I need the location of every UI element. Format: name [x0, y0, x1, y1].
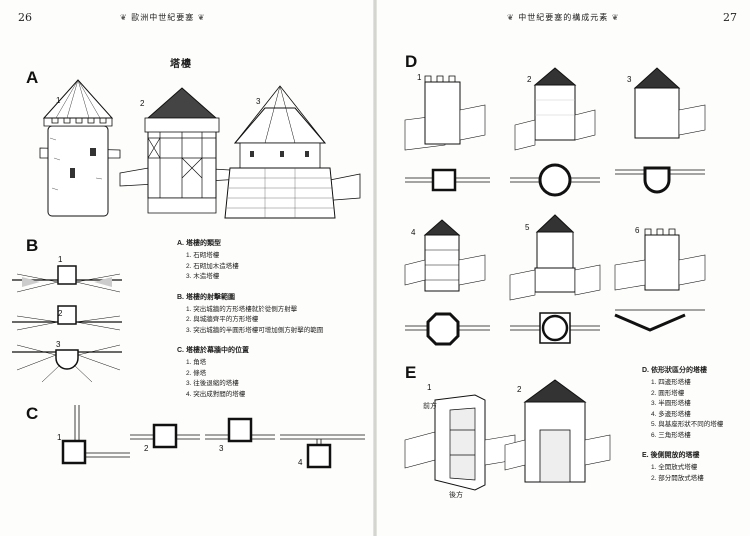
legend-item: 4. 突出成對間的塔樓	[186, 390, 246, 398]
wooden-tower-figure: 3	[224, 85, 361, 219]
legend-group-d: D. 依形狀區分的塔樓 1. 四邊形塔樓 2. 圓形塔樓 3. 半圓形塔樓 4.…	[642, 365, 750, 441]
firing-range-half-round: 3	[12, 340, 122, 383]
partially-open-tower-figure: 2	[504, 379, 611, 483]
figure-number: 1	[57, 433, 62, 442]
legend-item: 3. 突出城牆的半圓形塔樓可增加側方射擊的範圍	[186, 326, 324, 334]
ornament-icon: ❦	[507, 13, 519, 22]
timber-stone-tower-figure: 2	[119, 87, 261, 214]
page-number-right: 27	[723, 11, 737, 24]
legend-right: D. 依形狀區分的塔樓 1. 四邊形塔樓 2. 圓形塔樓 3. 半圓形塔樓 4.…	[642, 365, 750, 493]
running-head-text: 中世紀要塞的構成元素	[518, 13, 609, 22]
figure-number: 3	[627, 75, 632, 84]
figure-number: 2	[517, 385, 522, 394]
projecting-tower-plan: 4	[280, 434, 365, 469]
legend-item: 2. 石砌加木造塔樓	[186, 262, 239, 270]
section-label-b: B	[26, 236, 39, 255]
legend-item: 3. 半圓形塔樓	[651, 400, 691, 407]
back-label: 後方	[449, 491, 463, 499]
tower-position-diagram: 1 2 3 4	[57, 405, 365, 469]
legend-item: 3. 往後退縮的塔樓	[186, 380, 239, 387]
flush-tower-plan: 2	[130, 423, 200, 453]
legend-left: A. 塔樓的類型 1. 石砌塔樓 2. 石砌加木造塔樓 3. 木造塔樓 B. 塔…	[177, 238, 367, 409]
figure-number: 6	[635, 226, 640, 235]
front-label: 前方	[423, 402, 437, 410]
section-label-a: A	[26, 68, 39, 87]
open-back-tower-illustration: 1 2	[404, 379, 611, 491]
stone-tower-figure: 1	[39, 79, 121, 217]
tower-shapes-illustration: 1 2 3 4	[404, 67, 706, 346]
legend-item: 1. 突出城牆的方形塔樓就於從側方射擊	[186, 305, 298, 313]
page-number-left: 26	[18, 11, 32, 24]
legend-item: 3. 木造塔樓	[186, 273, 220, 280]
left-page: 26 ❦ 歐洲中世紀要塞 ❦ 塔樓 A B C 1 2	[0, 0, 373, 536]
legend-heading: B. 塔樓的射擊範圍	[177, 293, 235, 301]
legend-item: 2. 與城牆齊平的方形塔樓	[186, 316, 259, 323]
figure-number: 3	[219, 444, 224, 453]
legend-heading: E. 後側開放的塔樓	[642, 452, 700, 459]
round-tower-figure: 2	[510, 67, 600, 197]
legend-heading: D. 依形狀區分的塔樓	[642, 367, 707, 374]
triangular-tower-figure: 6	[614, 226, 706, 332]
half-round-tower-figure: 3	[615, 67, 706, 194]
legend-item: 2. 圓形塔樓	[651, 389, 685, 397]
mixed-base-tower-figure: 5	[509, 214, 601, 344]
square-tower-figure: 1	[404, 73, 490, 192]
figure-number: 1	[427, 383, 432, 392]
legend-item: 2. 條塔	[186, 369, 207, 377]
recessed-tower-plan: 3	[205, 417, 275, 453]
figure-number: 3	[56, 340, 61, 349]
figure-number: 5	[525, 223, 530, 232]
legend-item: 4. 多邊形塔樓	[651, 410, 691, 418]
polygonal-tower-figure: 4	[404, 219, 490, 346]
figure-number: 2	[527, 75, 532, 84]
figure-number: 4	[411, 228, 416, 237]
section-label-e: E	[405, 363, 417, 382]
figure-number: 3	[256, 97, 261, 106]
page-title: 塔樓	[170, 59, 192, 70]
figure-number: 1	[56, 96, 61, 105]
right-page: ❦ 中世紀要塞的構成元素 ❦ 27 D E 1 2 3	[377, 0, 750, 536]
ornament-icon: ❦	[120, 13, 132, 22]
running-head-left: ❦ 歐洲中世紀要塞 ❦	[120, 12, 206, 23]
ornament-icon: ❦	[194, 13, 206, 22]
section-label-c: C	[26, 404, 39, 423]
running-head-text: 歐洲中世紀要塞	[131, 13, 195, 22]
figure-number: 1	[417, 73, 422, 82]
corner-tower-plan: 1	[57, 405, 130, 465]
book-gutter	[373, 0, 377, 536]
legend-heading: C. 塔樓於幕牆中的位置	[177, 347, 249, 354]
ornament-icon: ❦	[608, 13, 620, 22]
figure-number: 4	[298, 458, 303, 467]
firing-range-square-projecting: 1	[12, 255, 122, 293]
running-head-right: ❦ 中世紀要塞的構成元素 ❦	[507, 12, 620, 23]
tower-types-illustration: 1 2 3	[39, 79, 361, 219]
firing-range-square-flush: 2	[12, 305, 122, 331]
figure-number: 2	[58, 309, 63, 318]
legend-item: 1. 全開放式塔樓	[651, 464, 698, 471]
legend-item: 1. 四邊形塔樓	[651, 379, 691, 386]
legend-heading: A. 塔樓的類型	[177, 240, 221, 247]
legend-item: 2. 部分開放式塔樓	[651, 474, 704, 482]
legend-item: 1. 石砌塔樓	[186, 252, 220, 259]
legend-item: 5. 與基座形狀不同的塔樓	[651, 421, 724, 428]
legend-group-a: A. 塔樓的類型 1. 石砌塔樓 2. 石砌加木造塔樓 3. 木造塔樓	[177, 238, 367, 283]
fully-open-tower-figure: 1	[404, 383, 516, 491]
firing-range-diagram: 1 2 3	[12, 255, 122, 383]
legend-item: 1. 角塔	[186, 359, 207, 366]
legend-group-c: C. 塔樓於幕牆中的位置 1. 角塔 2. 條塔 3. 往後退縮的塔樓 4. 突…	[177, 345, 367, 400]
legend-group-e: E. 後側開放的塔樓 1. 全開放式塔樓 2. 部分開放式塔樓	[642, 450, 750, 484]
section-label-d: D	[405, 52, 418, 71]
figure-number: 1	[58, 255, 63, 264]
figure-number: 2	[144, 444, 149, 453]
legend-item: 6. 三角形塔樓	[651, 431, 691, 439]
legend-group-b: B. 塔樓的射擊範圍 1. 突出城牆的方形塔樓就於從側方射擊 2. 與城牆齊平的…	[177, 292, 367, 337]
figure-number: 2	[140, 99, 145, 108]
